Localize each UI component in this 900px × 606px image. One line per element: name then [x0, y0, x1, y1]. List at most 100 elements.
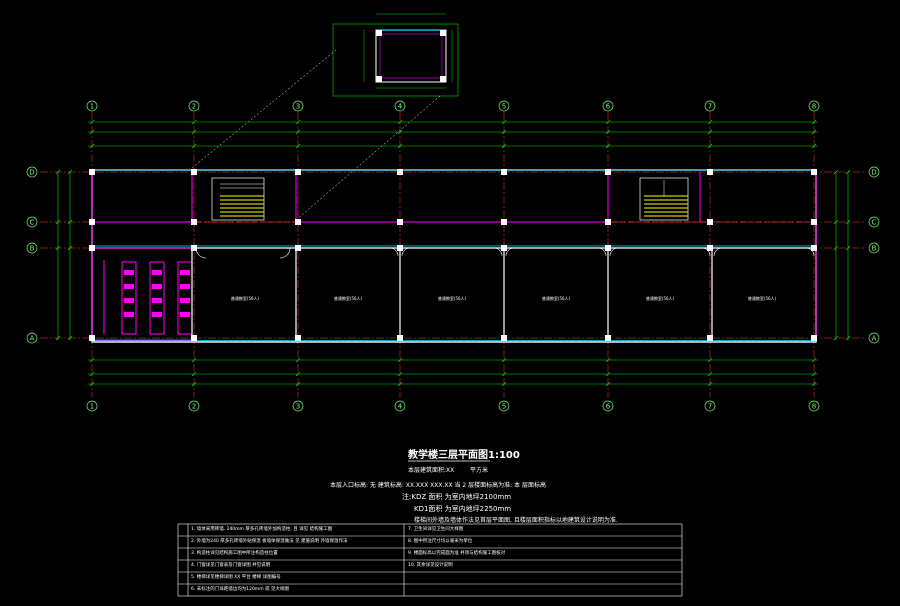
dim-tick [295, 381, 301, 387]
dim-tick [67, 219, 73, 225]
structural-column [501, 219, 507, 225]
axis-bubble-col-5: 5 [498, 400, 510, 412]
svg-text:C: C [872, 219, 877, 227]
note-row: 5. 楼梯详见楼梯详图 XX 平台 楼梯 详图编号 [191, 575, 281, 580]
dimension-ticks [55, 119, 851, 387]
structural-column [811, 219, 817, 225]
dim-tick [397, 381, 403, 387]
dim-tick [397, 129, 403, 135]
dim-tick [833, 169, 839, 175]
dimension-lines [57, 121, 849, 385]
structural-column [397, 335, 403, 341]
room-label: 普通教室(56人) [646, 295, 675, 301]
room-label: 普通教室(56人) [542, 295, 571, 301]
dim-tick [707, 119, 713, 125]
dim-tick [191, 371, 197, 377]
dim-tick [501, 119, 507, 125]
structural-column [89, 169, 95, 175]
dim-tick [191, 119, 197, 125]
note-row: 9. 楼面标高以完成面为准 并须与结构施工图核对 [408, 551, 506, 556]
area-unit: 平方米 [470, 467, 489, 474]
dim-tick [811, 129, 817, 135]
dim-tick [501, 357, 507, 363]
axis-bubble-row-C: C [868, 216, 880, 228]
room-label: 普通教室(56人) [231, 295, 260, 301]
axis-bubble-col-7: 7 [704, 100, 716, 112]
svg-text:4: 4 [398, 103, 403, 111]
dim-tick [811, 381, 817, 387]
structural-column [501, 335, 507, 341]
structural-column [397, 245, 403, 251]
dim-tick [845, 245, 851, 251]
structural-column [811, 245, 817, 251]
axis-bubble-col-3: 3 [292, 400, 304, 412]
note-row: 8. 图中所注尺寸均以毫米为单位 [408, 539, 473, 544]
stair-right [639, 177, 689, 221]
note-row: 1. 墙体采用砖墙. 240mm 厚多孔砖墙外加构造柱, 且 详见 结构施工图 [191, 527, 333, 532]
note-row: 4. 门窗详见门窗表及门窗详图 并见说明 [191, 563, 271, 568]
axis-bubble-col-6: 6 [602, 400, 614, 412]
svg-text:D: D [871, 169, 876, 177]
structural-column [191, 169, 197, 175]
dim-tick [89, 371, 95, 377]
axis-bubble-row-B: B [26, 242, 38, 254]
structural-column [501, 169, 507, 175]
svg-text:7: 7 [708, 403, 712, 411]
dim-tick [605, 143, 611, 149]
dim-tick [501, 143, 507, 149]
dim-tick [397, 119, 403, 125]
svg-text:1: 1 [90, 403, 94, 411]
dim-tick [833, 219, 839, 225]
axis-bubble-col-4: 4 [394, 400, 406, 412]
svg-text:3: 3 [296, 103, 300, 111]
dim-tick [191, 129, 197, 135]
structural-column [191, 335, 197, 341]
svg-text:2: 2 [192, 403, 196, 411]
axis-bubble-col-5: 5 [498, 100, 510, 112]
dim-tick [397, 143, 403, 149]
structural-column [295, 169, 301, 175]
dim-tick [89, 143, 95, 149]
dim-tick [295, 119, 301, 125]
dim-tick [55, 245, 61, 251]
dim-tick [55, 169, 61, 175]
drawing-title: 教学楼三层平面图1:100 [408, 450, 520, 461]
structural-column [295, 245, 301, 251]
notes-table-frame [177, 523, 683, 597]
structural-column [191, 245, 197, 251]
axis-bubble-col-1: 1 [86, 100, 98, 112]
axis-bubble-col-8: 8 [808, 400, 820, 412]
svg-text:2: 2 [192, 103, 196, 111]
room-label: 普通教室(56人) [438, 295, 467, 301]
svg-text:6: 6 [606, 403, 611, 411]
note-stair: 楼梯间外墙及墙体作法见首层平面图, 且楼层面积指标以地建筑设计说明为准. [414, 517, 618, 524]
dim-tick [833, 335, 839, 341]
svg-text:7: 7 [708, 103, 712, 111]
note-kdz: 注:KDZ 面积 为室内地坪2100mm [402, 493, 512, 501]
dim-tick [707, 143, 713, 149]
dim-tick [191, 143, 197, 149]
note-row: 3. 构造柱详见结构施工图中所注构造柱位置 [191, 551, 278, 556]
axis-bubble-col-2: 2 [188, 400, 200, 412]
dim-tick [55, 335, 61, 341]
room-label: 普通教室(56人) [334, 295, 363, 301]
structural-column [89, 245, 95, 251]
axis-bubble-col-1: 1 [86, 400, 98, 412]
dim-tick [707, 357, 713, 363]
dim-tick [67, 245, 73, 251]
axis-bubble-col-8: 8 [808, 100, 820, 112]
svg-text:C: C [30, 219, 35, 227]
dim-tick [295, 357, 301, 363]
dim-tick [501, 381, 507, 387]
axis-bubble-col-2: 2 [188, 100, 200, 112]
door-swings [195, 247, 815, 259]
dim-tick [191, 381, 197, 387]
room-label: 普通教室(56人) [748, 295, 777, 301]
axis-bubble-row-A: A [26, 332, 38, 344]
note-row: 7. 卫生间详见卫生间大样图 [408, 527, 464, 532]
dim-tick [89, 357, 95, 363]
structural-column [89, 335, 95, 341]
area-label: 本层建筑面积:XX [408, 467, 455, 474]
structural-column [295, 335, 301, 341]
